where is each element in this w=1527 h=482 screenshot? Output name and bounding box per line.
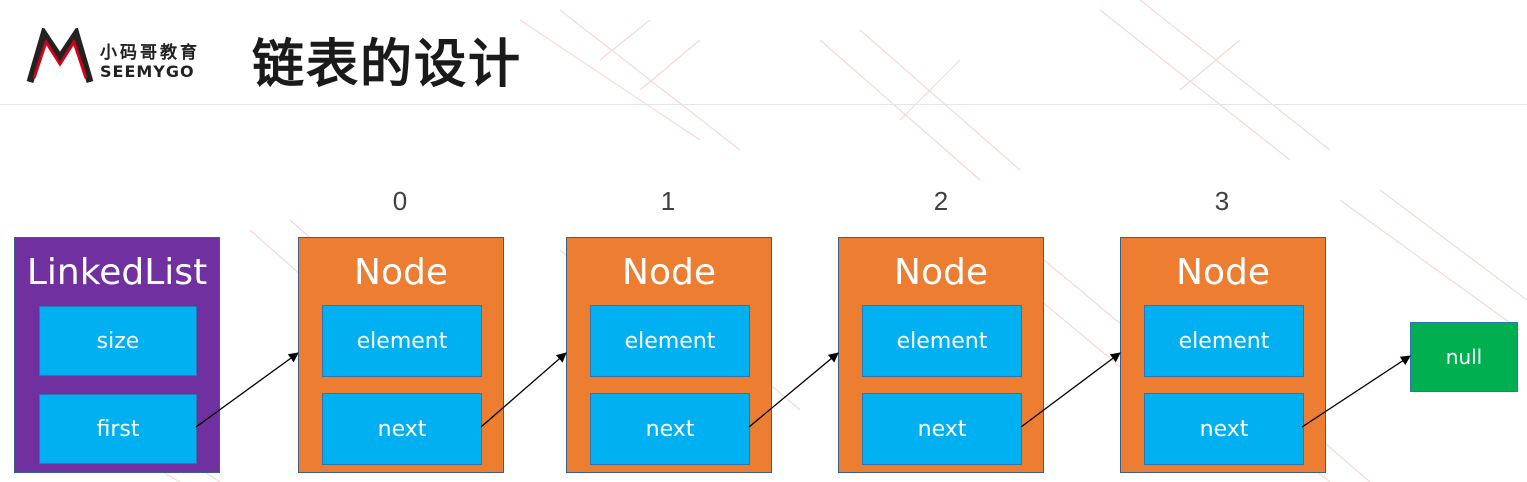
node-box-3: Node element next xyxy=(1120,237,1326,473)
linkedlist-title: LinkedList xyxy=(26,252,208,293)
node-box-0: Node element next xyxy=(298,237,504,473)
node-title-0: Node xyxy=(354,252,448,293)
node-next-field-2: next xyxy=(862,393,1022,465)
node-index-3: 3 xyxy=(1214,186,1230,216)
node-box-1: Node element next xyxy=(566,237,772,473)
arrow-node-0-to-node-1 xyxy=(480,352,567,428)
node-title-3: Node xyxy=(1176,252,1270,293)
arrow-first-to-node-0 xyxy=(195,352,299,428)
linkedlist-size-field: size xyxy=(39,306,197,376)
arrow-node-2-to-node-3 xyxy=(1020,352,1121,428)
header-divider xyxy=(0,104,1527,105)
node-index-2: 2 xyxy=(933,186,949,216)
arrow-node-3-to-null xyxy=(1301,355,1411,428)
logo-chinese-text: 小码哥教育 xyxy=(100,43,200,63)
node-index-1: 1 xyxy=(660,186,676,216)
linkedlist-first-field: first xyxy=(39,394,197,464)
node-title-2: Node xyxy=(894,252,988,293)
seemygo-logo-icon xyxy=(26,28,94,83)
node-title-1: Node xyxy=(622,252,716,293)
node-next-field-1: next xyxy=(590,393,750,465)
node-next-field-3: next xyxy=(1144,393,1304,465)
page-title: 链表的设计 xyxy=(252,35,523,95)
node-element-field-2: element xyxy=(862,305,1022,377)
null-box: null xyxy=(1410,322,1518,392)
logo: 小码哥教育 SEEMYGO xyxy=(26,20,236,86)
node-next-field-0: next xyxy=(322,393,482,465)
arrow-node-1-to-node-2 xyxy=(748,352,839,428)
node-element-field-3: element xyxy=(1144,305,1304,377)
node-element-field-0: element xyxy=(322,305,482,377)
linkedlist-box: LinkedList size first xyxy=(14,237,220,473)
node-element-field-1: element xyxy=(590,305,750,377)
node-box-2: Node element next xyxy=(838,237,1044,473)
logo-english-text: SEEMYGO xyxy=(100,62,195,81)
node-index-0: 0 xyxy=(392,186,408,216)
